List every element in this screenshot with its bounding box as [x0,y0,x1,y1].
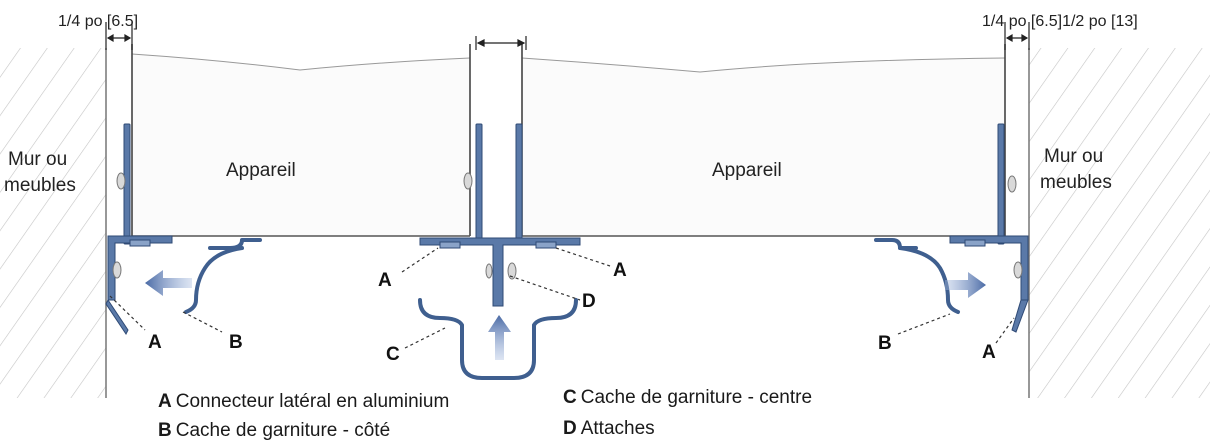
center-fastener-right [507,262,517,280]
right-appliance [521,44,1006,237]
center-fastener-left [463,172,473,190]
dimension-right-label: 1/4 po [6.5]1/2 po [13] [982,13,1138,30]
callout-d: D [582,291,596,312]
right-trim-cover [874,238,960,314]
left-trim-cover [184,238,262,314]
legend-key-a: A [158,391,172,412]
callout-a-center-right: A [613,260,627,281]
dimension-left [105,22,133,50]
legend-text-c: Cache de garniture - centre [580,387,813,408]
dimension-center [475,36,527,50]
right-wall-label-line1: Mur ou [1044,146,1103,167]
legend-text-d: Attaches [580,418,655,439]
center-trim-cover [418,298,578,380]
left-side-connector [105,123,173,335]
left-wall-label-line2: meubles [4,175,76,196]
right-appliance-label: Appareil [712,160,782,181]
left-wall [0,48,107,398]
legend-key-c: C [563,387,577,408]
legend-key-b: B [158,420,172,441]
right-wall-label-line2: meubles [1040,172,1112,193]
left-fastener-upper [116,172,126,190]
center-arrow [488,315,511,360]
right-fastener-lower [1013,261,1023,279]
left-fastener-lower [112,261,122,279]
callout-a-center-left: A [378,270,392,291]
dimension-left-label: 1/4 po [6.5] [58,13,138,30]
callout-a-right: A [982,342,996,363]
leader-lines [109,247,1015,349]
right-fastener-upper [1007,175,1017,193]
callout-a-left: A [148,332,162,353]
callout-c: C [386,344,400,365]
legend-text-a: Connecteur latéral en aluminium [175,391,450,412]
center-fastener-lower-left [485,263,493,279]
right-side-connector [949,123,1029,333]
legend-text-b: Cache de garniture - côté [175,420,391,441]
legend-key-d: D [563,418,577,439]
left-appliance-label: Appareil [226,160,296,181]
callout-b-left: B [229,332,243,353]
left-wall-label-line1: Mur ou [8,149,67,170]
left-arrow [145,270,192,296]
left-appliance [131,44,471,237]
dimension-right [1004,22,1030,50]
right-wall [1028,48,1210,398]
callout-b-right: B [878,333,892,354]
right-arrow [945,272,986,298]
